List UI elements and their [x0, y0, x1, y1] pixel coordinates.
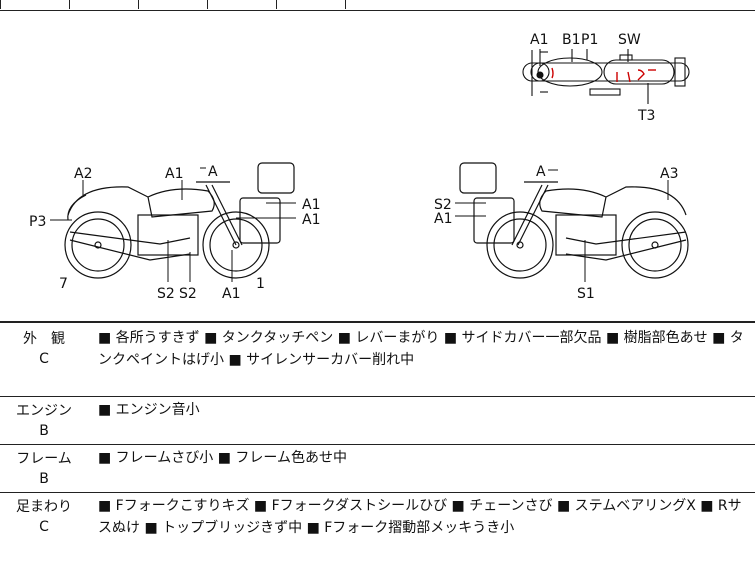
row-description: ■ フレームさび小 ■ フレーム色あせ中 — [98, 450, 347, 466]
label-right-a1: A1 — [434, 211, 452, 227]
row-category: フレーム B — [0, 449, 88, 489]
label-top-p1: P1 — [581, 32, 598, 48]
label-right-a: A — [536, 164, 546, 180]
row-category: エンジン B — [0, 401, 88, 441]
condition-row-exterior: 外 観 C ■ 各所うすきず ■ タンクタッチペン ■ レバーまがり ■ サイド… — [0, 322, 755, 397]
grade-label: C — [39, 351, 49, 367]
label-left-s2-a: S2 — [157, 286, 175, 302]
label-top-sw: SW — [618, 32, 641, 48]
category-label: 外 観 — [23, 331, 65, 347]
label-left-a1-fork: A1 — [222, 286, 240, 302]
label-right-s1: S1 — [577, 286, 595, 302]
condition-row-engine: エンジン B ■ エンジン音小 — [0, 396, 755, 445]
label-left-7: 7 — [59, 276, 68, 292]
label-left-a2: A2 — [74, 166, 92, 182]
label-left-1: 1 — [256, 276, 265, 292]
category-label: エンジン — [16, 403, 72, 419]
right-side-motorcycle-drawing — [459, 162, 689, 279]
row-description: ■ Fフォークこすりキズ ■ Fフォークダストシールひび ■ チェーンさび ■ … — [98, 498, 742, 536]
grade-label: C — [39, 519, 49, 535]
category-label: フレーム — [16, 451, 72, 467]
label-right-a3: A3 — [660, 166, 678, 182]
label-right-s2: S2 — [434, 197, 452, 213]
label-left-s2-b: S2 — [179, 286, 197, 302]
row-category: 足まわり C — [0, 497, 88, 537]
divider — [0, 321, 755, 322]
label-top-t3: T3 — [637, 108, 655, 124]
category-label: 足まわり — [16, 499, 72, 515]
damage-diagram: A1 B1 P1 SW T3 A2 A1 A A1 A1 P3 7 S2 S2 … — [29, 32, 690, 302]
label-left-a1-tank: A1 — [165, 166, 183, 182]
leader-lines — [50, 167, 669, 282]
header-cell — [276, 0, 346, 9]
label-left-a: A — [208, 164, 218, 180]
divider — [0, 10, 755, 11]
label-left-p3: P3 — [29, 214, 46, 230]
row-description: ■ エンジン音小 — [98, 402, 200, 418]
grade-label: B — [39, 423, 49, 439]
top-view-motorcycle-drawing — [522, 49, 690, 104]
damage-marks — [551, 67, 656, 83]
label-left-a1-bag: A1 — [302, 212, 320, 228]
condition-row-suspension: 足まわり C ■ Fフォークこすりキズ ■ Fフォークダストシールひび ■ チェ… — [0, 492, 755, 562]
label-left-a1-bag-top: A1 — [302, 197, 320, 213]
label-top-b1: B1 — [562, 32, 581, 48]
row-category: 外 観 C — [0, 329, 88, 369]
header-table-remnant — [0, 0, 755, 10]
label-top-a1: A1 — [530, 32, 548, 48]
row-description: ■ 各所うすきず ■ タンクタッチペン ■ レバーまがり ■ サイドカバー一部欠… — [98, 330, 744, 368]
condition-row-frame: フレーム B ■ フレームさび小 ■ フレーム色あせ中 — [0, 444, 755, 493]
grade-label: B — [39, 471, 49, 487]
